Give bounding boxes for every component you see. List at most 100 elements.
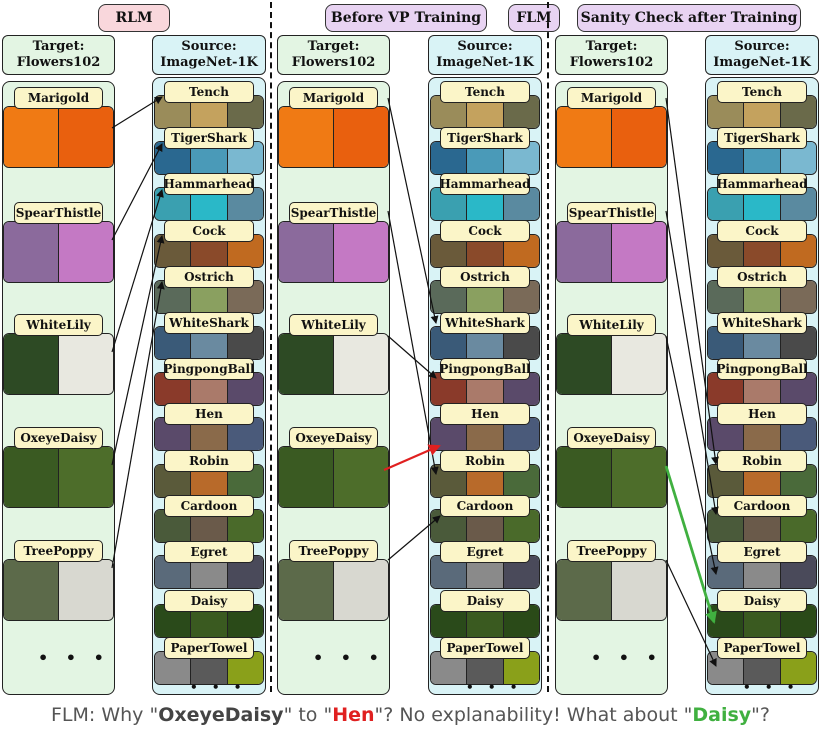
thumbnail-image — [333, 107, 388, 167]
target-class-label: OxeyeDaisy — [567, 427, 656, 449]
source-ellipsis: • • • — [190, 680, 247, 694]
caption-hen: Hen — [332, 704, 375, 726]
source-class-label: Daisy — [717, 590, 807, 612]
source-class-label: WhiteShark — [717, 312, 807, 334]
target-class-label: OxeyeDaisy — [14, 427, 103, 449]
thumbnail-image — [333, 447, 388, 507]
mapping-arrow — [387, 210, 439, 475]
source-class-label: Ostrich — [440, 266, 530, 288]
source-class-label: PaperTowel — [440, 637, 530, 659]
source-class-label: TigerShark — [164, 127, 254, 149]
target-class-label: TreePoppy — [14, 540, 103, 562]
thumbnail-image — [557, 334, 611, 394]
thumbnail-image — [557, 107, 611, 167]
target-class-label: SpearThistle — [289, 202, 378, 224]
thumbnail-image — [58, 447, 113, 507]
source-class-label: Cock — [164, 220, 254, 242]
target-ellipsis: • • • — [38, 648, 110, 667]
thumbnail-image — [611, 447, 666, 507]
mapping-arrow — [111, 235, 165, 466]
source-class-label: Cardoon — [717, 495, 807, 517]
header-line: Target: — [307, 39, 360, 54]
thumbnail-image — [333, 334, 388, 394]
thumbnail-image — [4, 334, 58, 394]
target-image-strip — [556, 446, 667, 508]
target-class-label: WhiteLily — [567, 314, 656, 336]
source-class-label: Robin — [440, 450, 530, 472]
divider-1 — [270, 2, 272, 692]
green-mapping-arrow — [664, 465, 717, 624]
header-line: Target: — [585, 39, 638, 54]
source-ellipsis: • • • — [466, 680, 523, 694]
source-class-label: Tench — [440, 81, 530, 103]
target-image-strip — [278, 106, 389, 168]
rlm-tag: RLM — [98, 4, 170, 32]
source-class-label: Hammarhead — [163, 173, 255, 195]
source-image-strip — [430, 326, 540, 360]
source-class-label: Tench — [717, 81, 807, 103]
thumbnail-image — [279, 447, 333, 507]
divider-2 — [547, 2, 549, 692]
caption-oxeyedaisy: OxeyeDaisy — [158, 704, 284, 726]
sanity-check-tag: Sanity Check after Training — [577, 4, 801, 32]
thumbnail-image — [4, 560, 58, 620]
thumbnail-image — [557, 222, 611, 282]
target-class-label: Marigold — [567, 87, 656, 109]
header-line: ImageNet-1K — [160, 55, 258, 70]
mapping-arrow — [665, 210, 719, 515]
before-vp-training-tag: Before VP Training — [325, 4, 487, 32]
target-class-label: Marigold — [14, 87, 103, 109]
source-class-label: Cardoon — [440, 495, 530, 517]
mapping-arrow — [111, 281, 165, 569]
source-class-label: PingpongBall — [439, 358, 531, 380]
source-class-label: WhiteShark — [164, 312, 254, 334]
source-header: Source:ImageNet-1K — [428, 35, 542, 75]
source-header: Source:ImageNet-1K — [152, 35, 266, 75]
target-image-strip — [3, 106, 114, 168]
header-line: ImageNet-1K — [713, 55, 811, 70]
source-class-label: Daisy — [164, 590, 254, 612]
thumbnail-image — [611, 334, 666, 394]
mapping-arrow — [111, 189, 164, 353]
source-class-label: Egret — [440, 541, 530, 563]
header-line: Source: — [181, 39, 237, 54]
source-class-label: PingpongBall — [716, 358, 808, 380]
thumbnail-image — [611, 222, 666, 282]
mapping-arrow — [665, 559, 717, 667]
target-image-strip — [3, 333, 114, 395]
thumbnail-image — [4, 447, 58, 507]
thumbnail-image — [557, 560, 611, 620]
mapping-arrow — [387, 335, 437, 379]
thumbnail-image — [279, 560, 333, 620]
caption-part: "? — [751, 704, 770, 726]
thumbnail-image — [58, 222, 113, 282]
header-line: ImageNet-1K — [436, 55, 534, 70]
target-class-label: OxeyeDaisy — [289, 427, 378, 449]
caption-part: "? No explanability! What about " — [374, 704, 693, 726]
source-class-label: Egret — [164, 541, 254, 563]
source-class-label: Ostrich — [164, 266, 254, 288]
header-line: Flowers102 — [291, 55, 376, 70]
header-line: Source: — [457, 39, 513, 54]
target-class-label: SpearThistle — [567, 202, 656, 224]
source-class-label: Tench — [164, 81, 254, 103]
source-class-label: PaperTowel — [717, 637, 807, 659]
target-image-strip — [556, 333, 667, 395]
source-class-label: TigerShark — [717, 127, 807, 149]
source-class-label: Hammarhead — [439, 173, 531, 195]
source-class-label: Egret — [717, 541, 807, 563]
header-line: Target: — [32, 39, 85, 54]
header-line: Source: — [734, 39, 790, 54]
target-image-strip — [278, 446, 389, 508]
mapping-arrow — [665, 97, 720, 465]
source-class-label: Hen — [440, 403, 530, 425]
source-class-label: Cock — [717, 220, 807, 242]
target-image-strip — [278, 333, 389, 395]
source-class-label: TigerShark — [440, 127, 530, 149]
thumbnail-image — [4, 222, 58, 282]
caption-part: FLM: Why " — [50, 704, 159, 726]
source-class-label: Hammarhead — [716, 173, 808, 195]
source-class-label: WhiteShark — [440, 312, 530, 334]
target-class-label: WhiteLily — [289, 314, 378, 336]
target-header: Target:Flowers102 — [277, 35, 390, 75]
